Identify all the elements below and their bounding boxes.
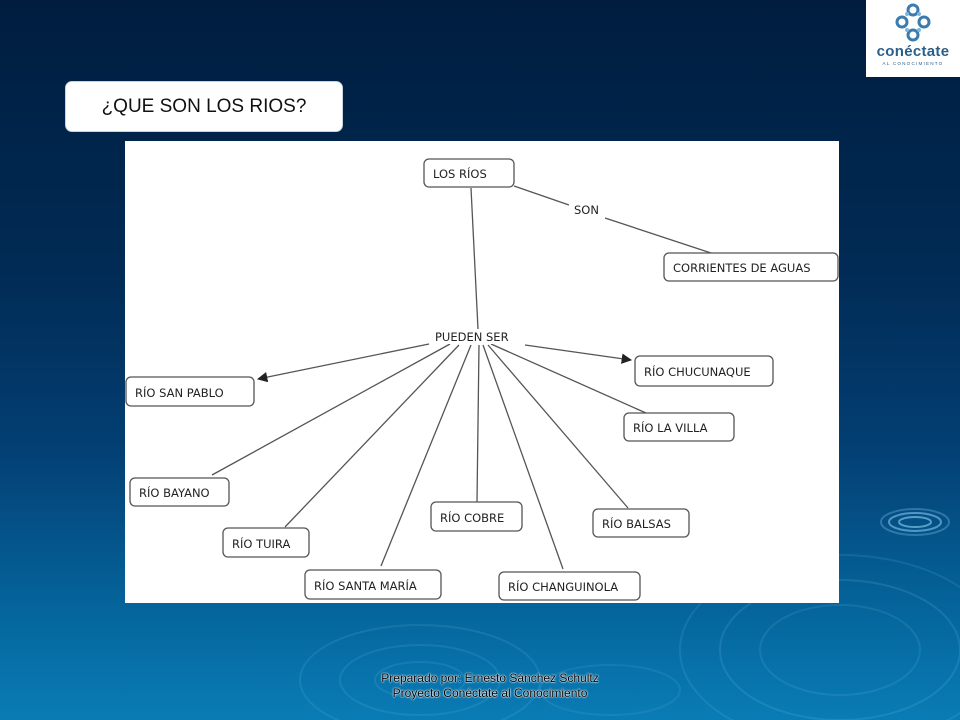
edge-rios-son — [513, 185, 570, 206]
footer-author: Preparado por: Ernesto Sánchez Schultz — [381, 671, 599, 685]
conectate-logo: conéctate AL CONOCIMIENTO — [866, 0, 960, 77]
logo-wordmark: conéctate — [876, 43, 950, 60]
svg-text:RÍO TUIRA: RÍO TUIRA — [232, 536, 290, 551]
edge-to-tuira — [284, 344, 460, 528]
svg-text:RÍO CHANGUINOLA: RÍO CHANGUINOLA — [508, 579, 618, 594]
edge-to-bayano — [211, 343, 451, 476]
edge-to-balsas — [487, 344, 629, 509]
footer-project: Proyecto Conéctate al Conocimiento — [392, 686, 588, 700]
logo-tagline: AL CONOCIMIENTO — [882, 61, 944, 66]
edge-to-santa-maria — [380, 344, 472, 567]
link-label-son: SON — [574, 203, 599, 217]
svg-text:RÍO LA VILLA: RÍO LA VILLA — [633, 420, 708, 435]
node-rio-cobre: RÍO COBRE — [430, 501, 523, 532]
svg-text:RÍO CHUCUNAQUE: RÍO CHUCUNAQUE — [644, 364, 751, 379]
edge-to-san-pablo — [256, 343, 430, 383]
node-rio-balsas: RÍO BALSAS — [592, 508, 690, 538]
node-rio-la-villa: RÍO LA VILLA — [623, 412, 735, 442]
edge-to-changuinola — [482, 344, 564, 570]
node-rio-bayano: RÍO BAYANO — [129, 477, 230, 507]
edge-son-corrientes — [604, 217, 712, 254]
link-label-pueden-ser: PUEDEN SER — [435, 330, 509, 344]
node-rio-tuira: RÍO TUIRA — [222, 527, 310, 558]
svg-text:RÍO BALSAS: RÍO BALSAS — [602, 516, 671, 531]
slide-footer: Preparado por: Ernesto Sánchez Schultz P… — [340, 671, 640, 701]
link-label-bg — [429, 329, 525, 344]
edge-rios-pueden — [470, 187, 479, 330]
edge-to-la-villa — [490, 343, 647, 414]
slide-title: ¿QUE SON LOS RIOS? — [65, 81, 343, 132]
node-rio-santa-maria: RÍO SANTA MARÍA — [304, 569, 442, 600]
concept-map-panel: SON PUEDEN SER LOS RÍOS CORRIENTES DE AG… — [125, 141, 839, 603]
node-rio-chucunaque: RÍO CHUCUNAQUE — [634, 355, 774, 387]
svg-text:LOS RÍOS: LOS RÍOS — [433, 166, 487, 181]
node-los-rios: LOS RÍOS — [423, 158, 515, 188]
svg-text:RÍO COBRE: RÍO COBRE — [440, 510, 504, 525]
node-rio-changuinola: RÍO CHANGUINOLA — [498, 571, 641, 601]
slide-title-text: ¿QUE SON LOS RIOS? — [101, 95, 307, 117]
svg-text:RÍO SAN PABLO: RÍO SAN PABLO — [135, 385, 224, 400]
edge-to-cobre — [476, 344, 480, 503]
concept-map: SON PUEDEN SER LOS RÍOS CORRIENTES DE AG… — [125, 158, 839, 601]
linked-circles-icon — [895, 3, 931, 42]
svg-text:CORRIENTES DE AGUAS: CORRIENTES DE AGUAS — [673, 261, 811, 275]
svg-text:RÍO SANTA MARÍA: RÍO SANTA MARÍA — [314, 578, 417, 593]
edge-to-chucunaque — [524, 344, 633, 364]
node-corrientes-de-aguas: CORRIENTES DE AGUAS — [663, 252, 839, 282]
node-rio-san-pablo: RÍO SAN PABLO — [125, 376, 255, 407]
svg-text:RÍO BAYANO: RÍO BAYANO — [139, 485, 210, 500]
